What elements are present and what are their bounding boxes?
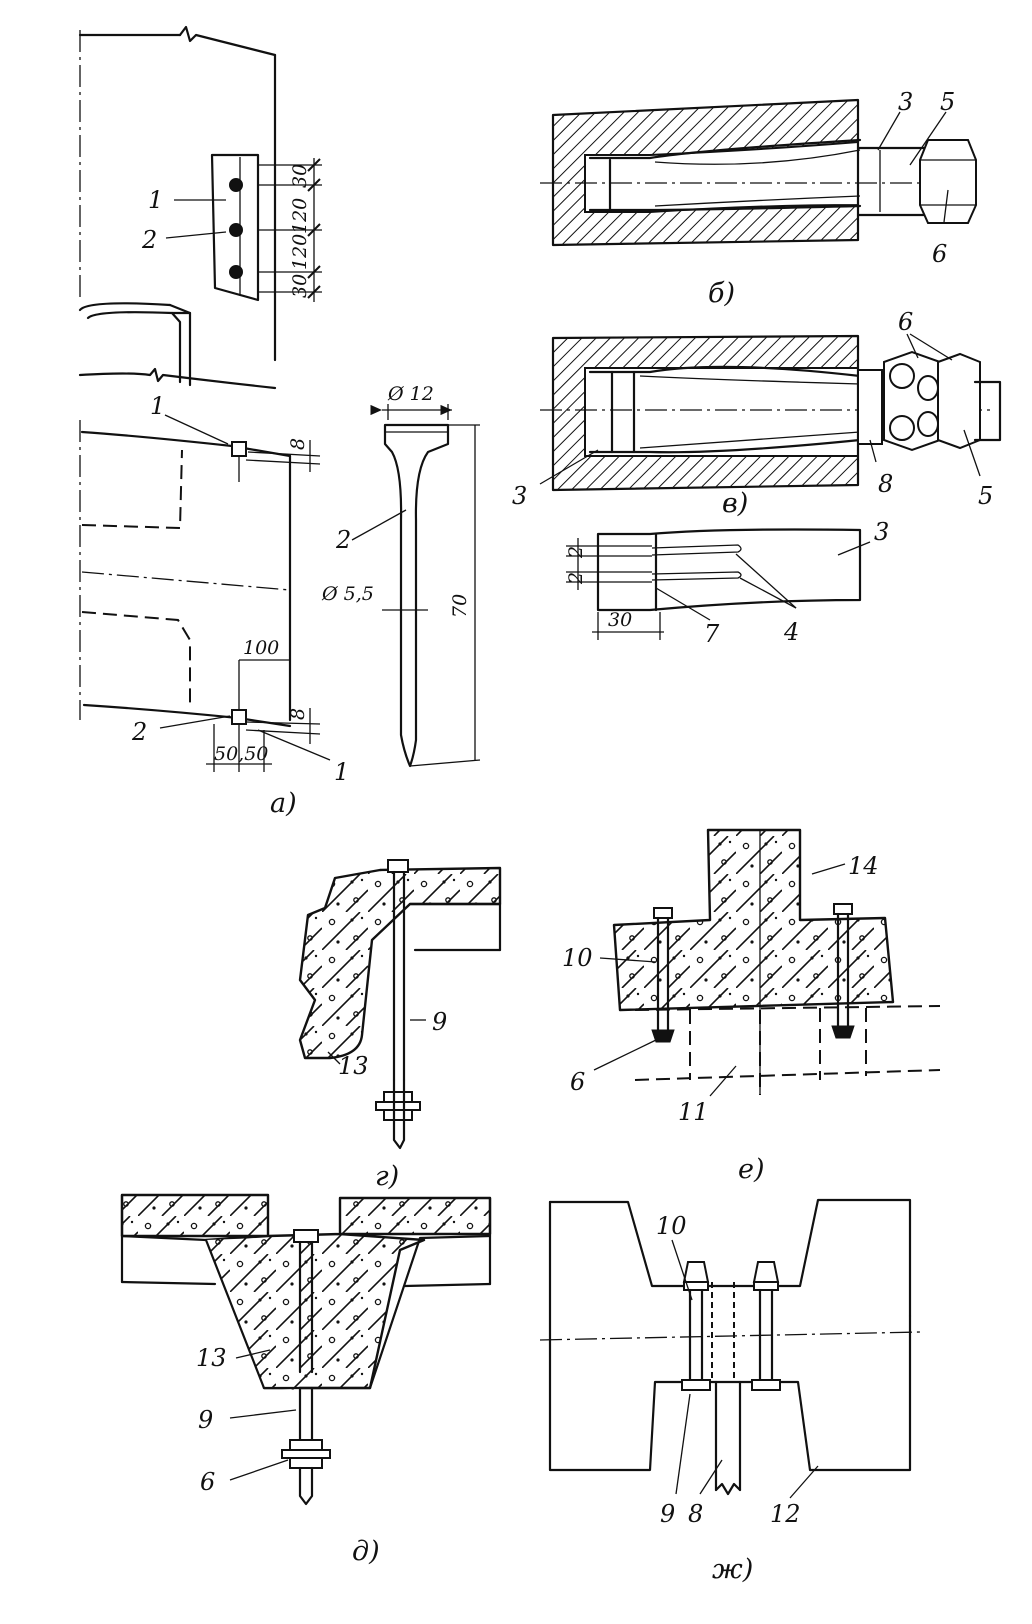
e-bolt-left <box>651 907 675 1043</box>
figure-a: 1 2 1 2 1 30 120 120 30 8 100 8 50,50 а) <box>78 25 349 819</box>
a-callout-2-low: 2 <box>131 718 147 746</box>
sleeve-detail: 2 2 30 3 7 4 <box>565 518 889 648</box>
a-callout-1-mid: 1 <box>150 392 165 420</box>
a-lower-elevation <box>79 420 321 772</box>
pin-dim-d12: Ø 12 <box>387 383 434 405</box>
figure-d: 13 9 6 д) <box>120 1193 492 1567</box>
figure-b: 3 5 6 б) <box>540 88 977 309</box>
d-callout-9: 9 <box>198 1406 213 1434</box>
e-callout-14: 14 <box>848 852 879 880</box>
d-callout-13: 13 <box>196 1344 227 1372</box>
a-callout-1-low: 1 <box>334 758 349 786</box>
zh-caption: ж) <box>712 1554 753 1585</box>
figure-e: 14 10 6 11 е) <box>562 828 941 1185</box>
v-dim-30: 30 <box>608 609 632 631</box>
pin-detail: 2 Ø 12 Ø 5,5 70 <box>321 383 481 768</box>
zh-callout-12: 12 <box>770 1500 801 1528</box>
v-callout-6: 6 <box>898 308 913 336</box>
figure-zh: 10 9 8 12 ж) <box>539 1198 921 1585</box>
a-callout-1-top: 1 <box>148 186 163 214</box>
a-dim-120-low: 120 <box>289 234 311 270</box>
e-callout-11: 11 <box>678 1098 709 1126</box>
b-caption: б) <box>708 278 735 309</box>
zh-bolt-left <box>681 1261 711 1391</box>
v-callout-8: 8 <box>878 470 893 498</box>
a-dim-30-low: 30 <box>289 274 311 298</box>
a-dim-100: 100 <box>243 637 279 659</box>
e-callout-6: 6 <box>570 1068 585 1096</box>
e-bolt-right <box>831 903 855 1039</box>
figure-g: 9 13 г) <box>298 859 502 1192</box>
zh-bolt-right <box>751 1261 781 1391</box>
v-callout-3b: 3 <box>874 518 889 546</box>
zh-callout-10: 10 <box>656 1212 687 1240</box>
a-dim-50-50: 50,50 <box>214 743 268 765</box>
a-callout-2-top: 2 <box>141 226 157 254</box>
v-caption: в) <box>722 488 748 519</box>
pin-dim-70: 70 <box>449 594 471 618</box>
a-dim-120-top: 120 <box>289 198 311 234</box>
v-dim-2-low: 2 <box>565 572 587 585</box>
pin-callout-2: 2 <box>335 526 351 554</box>
v-callout-4: 4 <box>783 618 799 646</box>
v-dim-2-top: 2 <box>565 546 587 559</box>
a-upper-elevation <box>78 25 322 390</box>
e-caption: е) <box>738 1154 765 1185</box>
pin-dim-d55: Ø 5,5 <box>321 583 374 605</box>
b-callout-6: 6 <box>932 240 947 268</box>
v-callout-5: 5 <box>978 482 993 510</box>
v-callout-7: 7 <box>704 620 720 648</box>
figure-v: 6 3 8 5 в) <box>512 308 1002 519</box>
g-caption: г) <box>375 1161 399 1192</box>
g-callout-13: 13 <box>338 1052 369 1080</box>
a-dim-8-low: 8 <box>287 708 309 720</box>
b-callout-5: 5 <box>940 88 955 116</box>
a-dim-8-top: 8 <box>287 438 309 450</box>
a-dim-30-top: 30 <box>289 164 311 188</box>
d-caption: д) <box>352 1536 380 1567</box>
zh-callout-9: 9 <box>660 1500 675 1528</box>
g-callout-9: 9 <box>432 1008 447 1036</box>
v-callout-3: 3 <box>512 482 527 510</box>
a-caption: а) <box>270 788 297 819</box>
e-callout-10: 10 <box>562 944 593 972</box>
b-callout-3: 3 <box>898 88 913 116</box>
d-callout-6: 6 <box>200 1468 215 1496</box>
zh-callout-8: 8 <box>688 1500 703 1528</box>
